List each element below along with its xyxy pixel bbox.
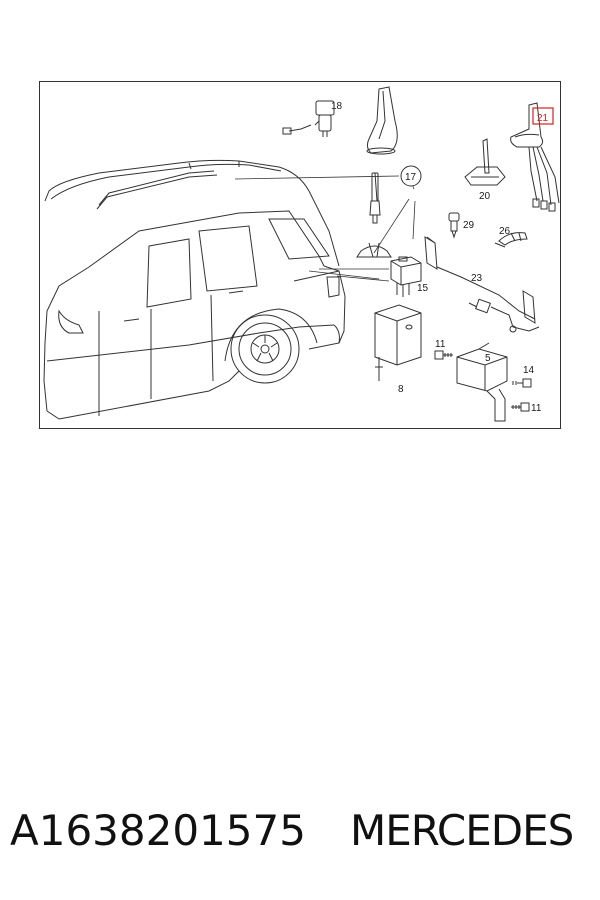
callout-11-b: 11 (531, 403, 542, 414)
highlight-box-21 (532, 107, 554, 125)
part-26-strap (494, 232, 528, 248)
part-14-screw (512, 378, 532, 388)
part-11-screw-a (434, 350, 453, 360)
diagram-frame (39, 81, 561, 429)
parts-drawings (282, 86, 560, 422)
vehicle-drawing (43, 159, 346, 420)
callout-18: 18 (331, 101, 343, 112)
callout-14: 14 (523, 365, 535, 376)
callout-17: 17 (405, 172, 417, 183)
parts-diagram: 18 21 17 20 29 26 23 15 11 5 14 11 8 (39, 81, 561, 429)
callout-8: 8 (398, 384, 404, 395)
callout-5: 5 (485, 353, 491, 364)
part-20-antenna-base (464, 138, 506, 186)
part-17-rod-antenna (356, 172, 392, 258)
callout-26: 26 (499, 226, 511, 237)
part-5-control-unit (456, 342, 508, 422)
callout-20: 20 (479, 191, 491, 202)
parts-diagram-svg: 18 21 17 20 29 26 23 15 11 5 14 11 8 (39, 81, 561, 429)
callout-15: 15 (417, 283, 429, 294)
callout-17-circle (400, 165, 422, 187)
part-8-module (374, 304, 422, 381)
part-number: A1638201575 (10, 806, 306, 855)
part-23-cable-harness (424, 236, 540, 333)
callout-23: 23 (471, 273, 483, 284)
part-18-connector (282, 100, 335, 137)
brand-name: MERCEDES (350, 806, 574, 855)
part-11-screw-b (511, 402, 530, 412)
part-21-roof-antenna (510, 102, 560, 212)
callout-29: 29 (463, 220, 475, 231)
caption-bar: A1638201575 MERCEDES (0, 800, 600, 862)
callout-11-a: 11 (435, 339, 446, 350)
part-15-relay (390, 256, 422, 297)
callout-21: 21 (537, 113, 549, 124)
part-29-clip (448, 212, 460, 239)
part-fin-antenna (366, 86, 398, 155)
